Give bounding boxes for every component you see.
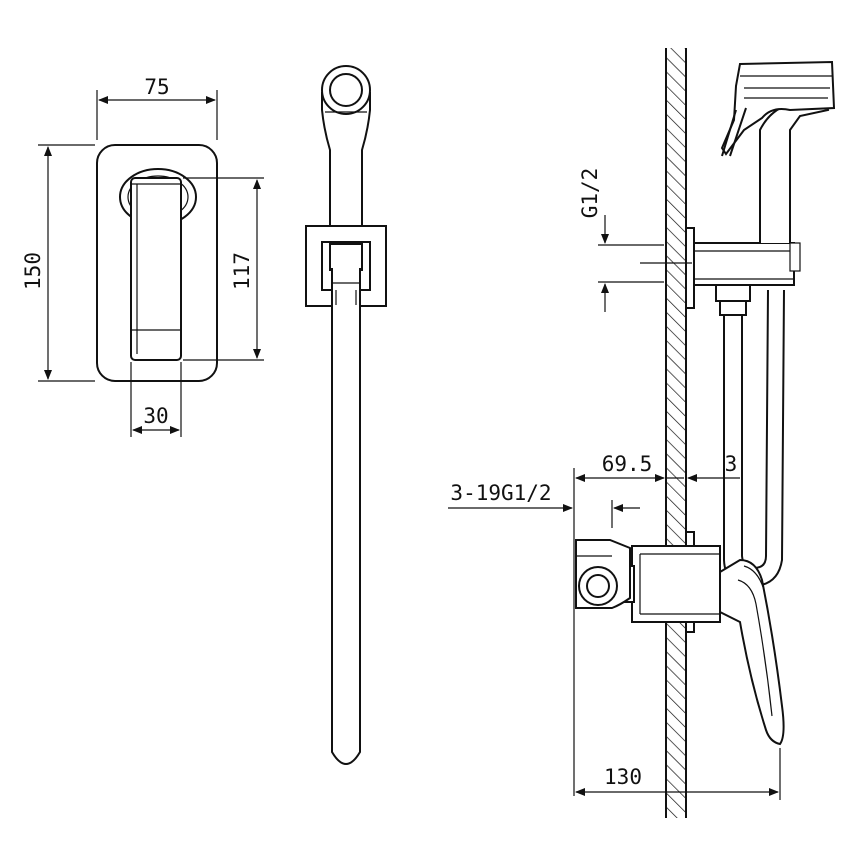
front-view: 75 150 117 30 (21, 75, 264, 437)
lever-side (719, 558, 785, 746)
dim-mount-thread: 3-19G1/2 (450, 481, 551, 505)
lever-side-detail (737, 579, 773, 717)
sprayer-nozzle (729, 107, 747, 157)
wall-section (666, 48, 686, 818)
dim-projection-depth: 69.5 (602, 452, 653, 476)
lever-side-detail (743, 565, 765, 591)
dim-lever-height: 117 (230, 252, 254, 290)
sprayer-nozzle (721, 109, 737, 157)
inlet-fitting-outer (578, 566, 618, 606)
dim-total-depth: 130 (604, 765, 642, 789)
holder-clip (329, 243, 363, 271)
dim-wall-gap: 3 (725, 452, 738, 476)
hose-nut-side (715, 284, 751, 302)
dim-connection-thread: G1/2 (578, 168, 602, 219)
hose-nut-side-lower (719, 300, 747, 316)
dim-plate-width: 75 (144, 75, 169, 99)
hose (331, 268, 361, 765)
mixer-body (631, 545, 721, 623)
holder-side-cap (789, 242, 801, 272)
sprayer-head-inner (329, 73, 363, 107)
hand-shower-front-view (305, 65, 387, 765)
dim-plate-height: 150 (21, 252, 45, 290)
sprayer-handle-side (759, 98, 830, 243)
holder-wall-plate (685, 227, 695, 309)
side-view: G1/2 69.5 3 3-19G1/2 130 (448, 48, 836, 818)
sprayer-head-outer (321, 65, 371, 115)
dim-lever-width: 30 (143, 404, 168, 428)
trim-plate (96, 144, 218, 382)
hose-loop-inner (741, 289, 769, 570)
lever-handle (130, 177, 182, 361)
hose-loop-outer (723, 289, 785, 588)
inlet-fitting-inner (586, 574, 610, 598)
holder-body (693, 242, 795, 286)
sprayer-neck (321, 92, 371, 240)
